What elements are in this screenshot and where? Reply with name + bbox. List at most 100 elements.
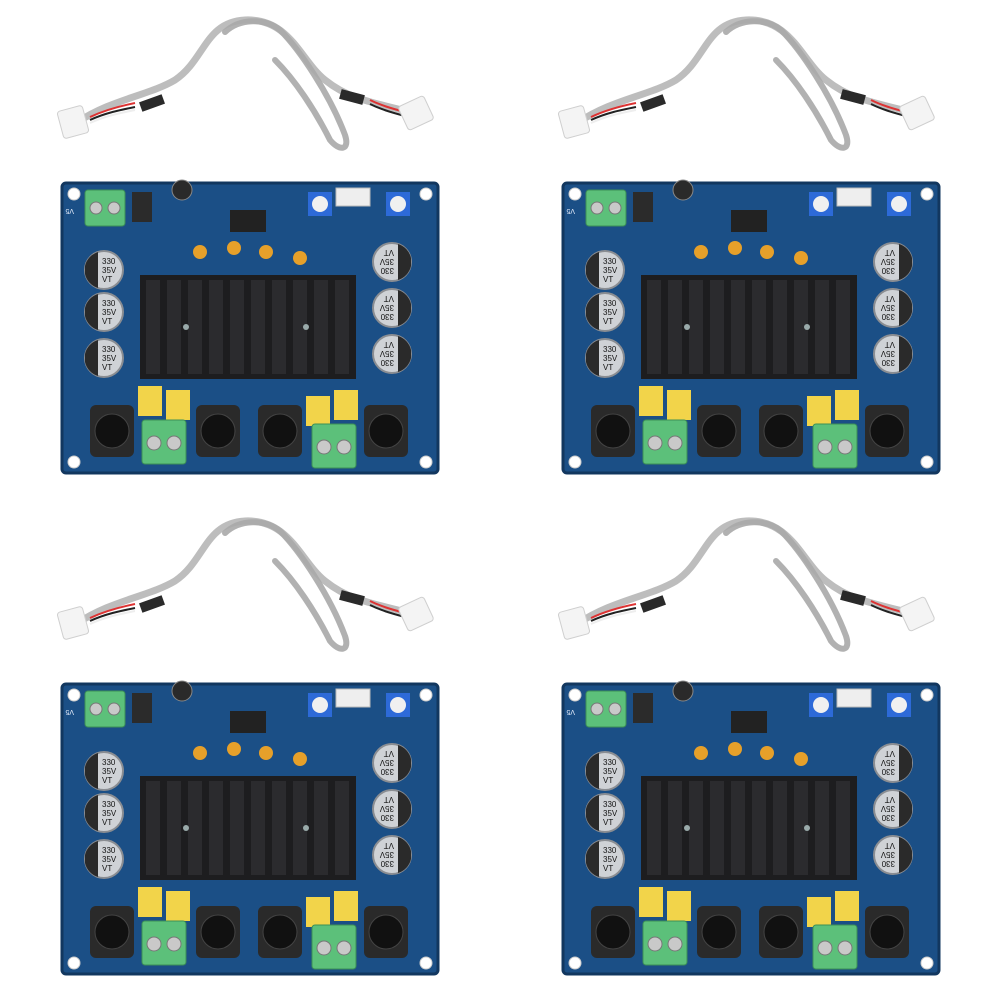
capacitor-label: 330: [380, 266, 394, 275]
capacitor-label: 35V: [379, 758, 394, 767]
small-capacitor: [171, 680, 193, 702]
ceramic-capacitors: [694, 742, 808, 766]
capacitor-label: 330: [102, 299, 116, 308]
capacitor-label: 35V: [603, 767, 618, 776]
capacitor-label: 330: [881, 266, 895, 275]
capacitor-label: 330: [102, 758, 116, 767]
capacitor-label: 330: [380, 312, 394, 321]
capacitor-label: 330: [603, 345, 617, 354]
capacitor-label: 35V: [102, 767, 117, 776]
mount-hole: [67, 455, 81, 469]
capacitor-label: 330: [881, 859, 895, 868]
volume-pot-left: [386, 693, 410, 717]
input-header: [335, 187, 371, 207]
power-terminal: V5: [65, 690, 126, 728]
film-capacitors: [138, 887, 358, 927]
capacitor-label: 35V: [603, 308, 618, 317]
capacitor-label: VT: [603, 776, 613, 785]
capacitor-label: 330: [603, 800, 617, 809]
ceramic-capacitors: [694, 241, 808, 265]
audio-cable: [56, 16, 434, 151]
audio-cable: [557, 517, 935, 652]
cable-connector-left: [557, 105, 591, 139]
heatsink: [140, 776, 356, 880]
capacitor-label: 35V: [603, 809, 618, 818]
ceramic-capacitors: [193, 742, 307, 766]
capacitor-label: VT: [885, 795, 895, 804]
speaker-terminals: [642, 419, 858, 469]
cable-connector-right: [899, 596, 935, 632]
mount-hole: [419, 688, 433, 702]
power-label: V5: [566, 207, 575, 214]
mount-hole: [568, 956, 582, 970]
capacitor-label: 35V: [880, 257, 895, 266]
mount-hole: [419, 187, 433, 201]
power-label: V5: [65, 207, 74, 214]
capacitor-label: 330: [102, 345, 116, 354]
capacitor-label: 35V: [102, 308, 117, 317]
ic-chip: [230, 210, 266, 232]
capacitor-label: 330: [380, 813, 394, 822]
capacitor-label: 35V: [379, 257, 394, 266]
power-terminal: V5: [566, 690, 627, 728]
power-label: V5: [566, 708, 575, 715]
volume-pot-left: [887, 693, 911, 717]
mount-hole: [568, 688, 582, 702]
amplifier-kit-illustration: V5 3: [56, 16, 440, 475]
unit-bottom-right: V5 3: [501, 501, 1001, 1001]
capacitor-label: VT: [885, 749, 895, 758]
ceramic-capacitors: [193, 241, 307, 265]
capacitor-label: 35V: [603, 354, 618, 363]
capacitor-label: VT: [885, 248, 895, 257]
capacitor-label: VT: [102, 818, 112, 827]
input-header: [836, 688, 872, 708]
capacitor-label: VT: [885, 340, 895, 349]
inductors: [591, 405, 909, 457]
capacitor-label: 330: [603, 846, 617, 855]
capacitor-label: 35V: [379, 349, 394, 358]
capacitor-label: 35V: [379, 303, 394, 312]
mount-hole: [920, 956, 934, 970]
amplifier-kit-illustration: V5 3: [56, 517, 440, 976]
cable-connector-left: [557, 606, 591, 640]
capacitor-label: 35V: [102, 266, 117, 275]
capacitor-label: VT: [384, 248, 394, 257]
rectifier: [132, 693, 152, 723]
input-header: [836, 187, 872, 207]
capacitor-label: 330: [102, 257, 116, 266]
amplifier-kit-illustration: V5 3: [557, 517, 941, 976]
ic-chip: [731, 711, 767, 733]
cable-connector-right: [398, 95, 434, 131]
capacitor-label: VT: [384, 749, 394, 758]
speaker-terminals: [141, 419, 357, 469]
cable-connector-left: [56, 606, 90, 640]
capacitor-label: 35V: [102, 809, 117, 818]
capacitor-label: 35V: [880, 758, 895, 767]
capacitor-label: 330: [380, 859, 394, 868]
power-terminal: V5: [566, 189, 627, 227]
input-header: [335, 688, 371, 708]
volume-pot-right: [809, 693, 833, 717]
capacitor-label: VT: [102, 275, 112, 284]
cable-connector-right: [899, 95, 935, 131]
mount-hole: [920, 688, 934, 702]
speaker-terminals: [642, 920, 858, 970]
capacitor-label: 330: [380, 767, 394, 776]
film-capacitors: [639, 386, 859, 426]
ic-chip: [230, 711, 266, 733]
capacitor-label: VT: [885, 294, 895, 303]
capacitor-label: 330: [603, 299, 617, 308]
capacitor-label: VT: [603, 275, 613, 284]
power-terminal: V5: [65, 189, 126, 227]
mount-hole: [568, 187, 582, 201]
capacitor-label: 35V: [379, 850, 394, 859]
amplifier-kit-illustration: V5 3: [557, 16, 941, 475]
film-capacitors: [138, 386, 358, 426]
volume-pot-left: [386, 192, 410, 216]
rectifier: [132, 192, 152, 222]
capacitor-label: VT: [102, 776, 112, 785]
